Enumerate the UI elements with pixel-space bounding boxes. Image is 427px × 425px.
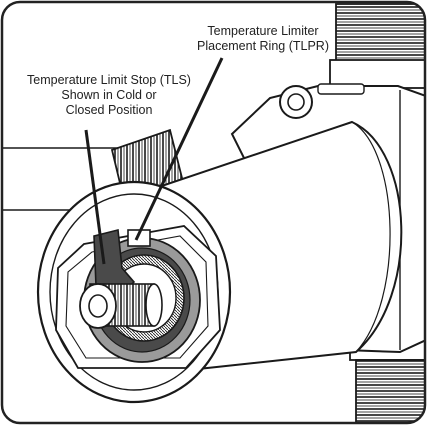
tlpr-callout-label: Temperature Limiter Placement Ring (TLPR… [168,24,358,54]
valve-stem [79,283,163,329]
leader-lines [84,57,224,265]
tls-label-line-1: Temperature Limit Stop (TLS) [27,73,191,87]
tlpr-label-line-1: Temperature Limiter [207,24,319,38]
tlpr-leader-line [134,57,224,241]
tls-leader-line [84,129,106,265]
wall-lines [2,147,132,211]
top-threaded-pipe [329,3,425,89]
tlpr-label-line-2: Placement Ring (TLPR) [197,39,329,53]
tls-label-line-3: Closed Position [65,103,153,117]
tls-label-line-2: Shown in Cold or [61,88,157,102]
tls-callout-label: Temperature Limit Stop (TLS) Shown in Co… [10,73,208,118]
